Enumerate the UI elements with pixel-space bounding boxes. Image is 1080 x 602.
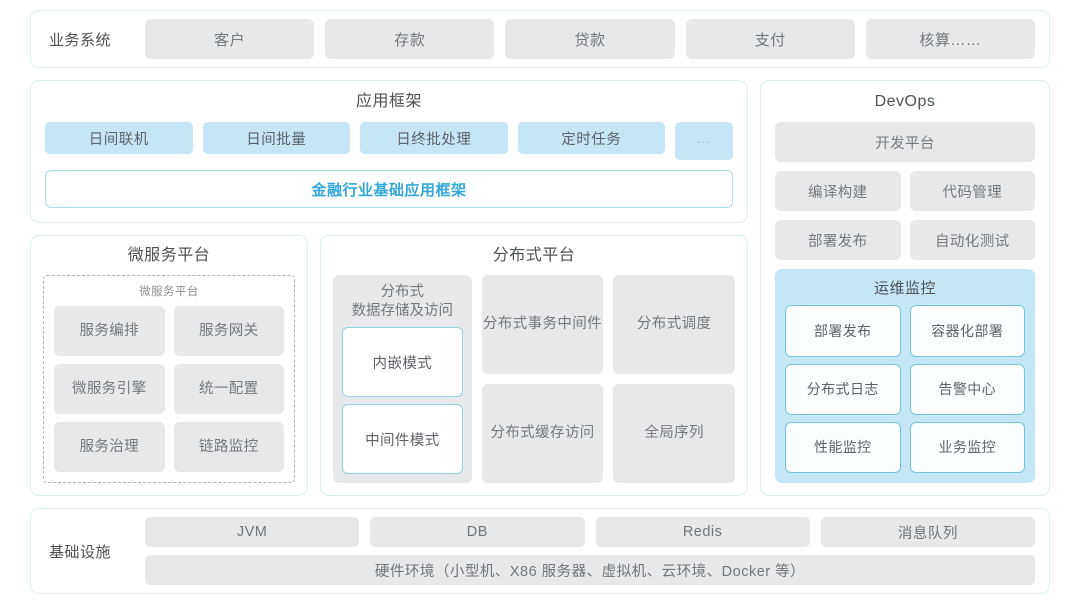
middle-left-column: 应用框架 日间联机 日间批量 日终批处理 定时任务 ... 金融行业基础应用框架… [30,80,748,496]
infrastructure-tags: JVM DB Redis 消息队列 [145,517,1035,547]
dist-cell-transaction-middleware-line2: 事务中间件 [527,316,603,333]
distributed-storage-title-line1: 分布式 [380,283,425,300]
ops-pill-distributed-logging[interactable]: 分布式日志 [785,363,901,415]
application-framework-title: 应用框架 [355,93,422,110]
finance-base-framework-banner: 金融行业基础应用框架 [45,170,733,209]
appfw-tag-eod-batch[interactable]: 日终批处理 [360,122,508,155]
ops-pill-deploy-release[interactable]: 部署发布 [785,305,901,357]
appfw-tag-scheduled-task[interactable]: 定时任务 [517,122,665,155]
ops-pill-performance-monitoring[interactable]: 性能监控 [785,421,901,473]
ops-monitoring-title: 运维监控 [873,280,936,298]
dist-cell-transaction-middleware[interactable]: 分布式 事务中间件 [481,274,604,374]
devops-cell-code-management[interactable]: 代码管理 [909,171,1035,212]
ops-monitoring-grid: 部署发布 容器化部署 分布式日志 告警中心 性能监控 业务监控 [785,305,1025,473]
ops-monitoring-box: 运维监控 部署发布 容器化部署 分布式日志 告警中心 性能监控 业务监控 [775,269,1035,483]
devops-cell-automated-testing[interactable]: 自动化测试 [909,220,1035,261]
distributed-platform-card: 分布式平台 分布式 数据存储及访问 内嵌模式 中间件模式 [320,235,748,496]
infrastructure-label: 基础设施 [49,543,112,561]
business-tag-loan[interactable]: 贷款 [505,19,675,59]
application-framework-tags: 日间联机 日间批量 日终批处理 定时任务 ... [45,122,733,161]
application-framework-card: 应用框架 日间联机 日间批量 日终批处理 定时任务 ... 金融行业基础应用框架 [30,80,748,224]
devops-pair-deploy: 部署发布 自动化测试 [775,220,1035,261]
dist-cell-global-sequence[interactable]: 全局序列 [613,383,735,483]
dist-cell-cache-access-line1: 分布式 [490,425,536,442]
platforms-row: 微服务平台 微服务平台 服务编排 服务网关 微服务引擎 统一配置 服务治理 链路… [30,235,748,496]
microservice-inner-title: 微服务平台 [139,285,199,298]
micro-cell-microservice-engine[interactable]: 微服务引擎 [54,363,165,414]
devops-cell-deploy-release[interactable]: 部署发布 [775,220,901,261]
devops-cell-compile-build[interactable]: 编译构建 [775,171,901,212]
middle-region: 应用框架 日间联机 日间批量 日终批处理 定时任务 ... 金融行业基础应用框架… [30,80,1050,496]
infrastructure-row: 基础设施 JVM DB Redis 消息队列 硬件环境（小型机、X86 服务器、… [30,508,1050,594]
dist-cell-cache-access-line2: 缓存访问 [535,425,595,442]
devops-cell-dev-platform[interactable]: 开发平台 [775,122,1035,163]
micro-cell-service-orchestration[interactable]: 服务编排 [54,305,165,356]
infra-hardware-environment[interactable]: 硬件环境（小型机、X86 服务器、虚拟机、云环境、Docker 等） [145,555,1035,585]
business-system-tags: 客户 存款 贷款 支付 核算…… [145,19,1036,59]
dist-cell-scheduling[interactable]: 分布式调度 [613,274,735,374]
distributed-storage-group[interactable]: 分布式 数据存储及访问 内嵌模式 中间件模式 [333,274,472,483]
infra-tag-redis[interactable]: Redis [595,517,810,547]
distributed-cell-grid: 分布式 事务中间件 分布式调度 分布式 缓存访问 全局序列 [481,274,735,483]
ops-pill-containerized-deploy[interactable]: 容器化部署 [909,305,1025,357]
ops-pill-alert-center[interactable]: 告警中心 [909,363,1025,415]
business-tag-customer[interactable]: 客户 [145,19,315,59]
dist-cell-cache-access[interactable]: 分布式 缓存访问 [481,383,604,483]
microservice-cell-grid: 服务编排 服务网关 微服务引擎 统一配置 服务治理 链路监控 [54,305,284,472]
infra-tag-db[interactable]: DB [370,517,585,547]
appfw-tag-daytime-online[interactable]: 日间联机 [45,122,193,155]
distributed-storage-title-line2: 数据存储及访问 [351,302,454,319]
distributed-storage-title: 分布式 数据存储及访问 [342,283,463,321]
appfw-tag-daytime-batch[interactable]: 日间批量 [202,122,350,155]
appfw-tag-more[interactable]: ... [675,122,733,161]
microservice-platform-card: 微服务平台 微服务平台 服务编排 服务网关 微服务引擎 统一配置 服务治理 链路… [30,235,308,496]
business-tag-accounting[interactable]: 核算…… [865,19,1036,59]
devops-title: DevOps [874,93,936,110]
business-system-row: 业务系统 客户 存款 贷款 支付 核算…… [30,10,1050,68]
infrastructure-stack: JVM DB Redis 消息队列 硬件环境（小型机、X86 服务器、虚拟机、云… [145,517,1035,585]
micro-cell-unified-config[interactable]: 统一配置 [173,363,284,414]
storage-mode-middleware[interactable]: 中间件模式 [342,404,463,474]
distributed-platform-title: 分布式平台 [492,247,576,265]
infra-tag-jvm[interactable]: JVM [145,517,360,547]
dist-cell-transaction-middleware-line1: 分布式 [482,316,528,333]
devops-pair-build: 编译构建 代码管理 [775,171,1035,212]
infra-tag-message-queue[interactable]: 消息队列 [820,517,1035,547]
devops-card: DevOps 开发平台 编译构建 代码管理 部署发布 自动化测试 运维监控 部署… [760,80,1050,496]
micro-cell-service-gateway[interactable]: 服务网关 [173,305,284,356]
storage-mode-embedded[interactable]: 内嵌模式 [342,327,463,398]
business-tag-deposit[interactable]: 存款 [325,19,495,59]
business-tag-payment[interactable]: 支付 [685,19,855,59]
distributed-platform-body: 分布式 数据存储及访问 内嵌模式 中间件模式 分布式 事务中间件 分布式调度 [333,274,735,483]
micro-cell-link-monitoring[interactable]: 链路监控 [173,421,284,472]
ops-pill-business-monitoring[interactable]: 业务监控 [909,421,1025,473]
microservice-platform-title: 微服务平台 [127,247,211,265]
microservice-inner-dashed-box: 微服务平台 服务编排 服务网关 微服务引擎 统一配置 服务治理 链路监控 [43,274,295,483]
micro-cell-service-governance[interactable]: 服务治理 [54,421,165,472]
business-system-label: 业务系统 [49,31,112,49]
